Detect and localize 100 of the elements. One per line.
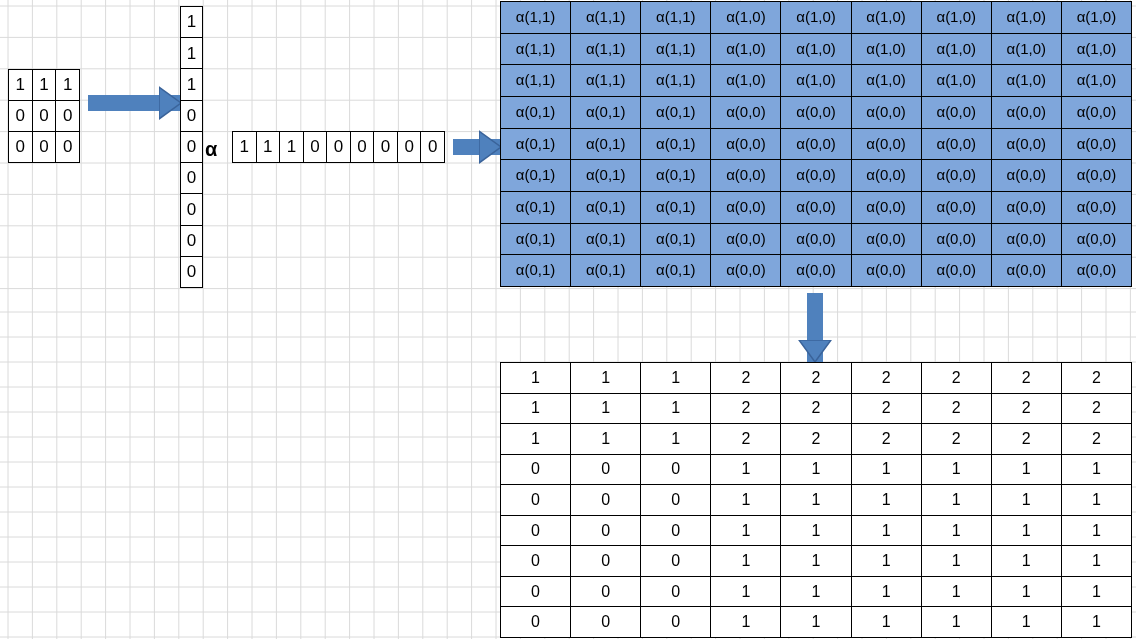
table-cell: 0 [397, 132, 422, 163]
table-cell: 1 [1061, 607, 1132, 638]
table-cell: 2 [781, 393, 852, 425]
table-cell: 1 [851, 485, 922, 516]
table-cell: 1 [851, 607, 922, 638]
symbol-label: α [205, 137, 218, 162]
table-cell: α(0,0) [921, 192, 992, 224]
table-cell: 2 [781, 424, 852, 455]
table-cell: 1 [781, 485, 852, 516]
table-cell: 1 [851, 576, 922, 608]
table-cell: α(0,1) [571, 192, 642, 224]
table-cell: α(0,0) [1061, 192, 1132, 224]
table-cell: 0 [641, 607, 712, 638]
table-cell: 1 [851, 454, 922, 486]
table-cell: α(0,0) [921, 128, 992, 161]
table-cell: 1 [711, 454, 782, 486]
matrix-table [232, 131, 445, 163]
table-cell: 0 [501, 515, 572, 547]
matrix-table [500, 362, 1132, 638]
table-cell: 0 [181, 256, 203, 288]
table-cell: 2 [851, 363, 922, 394]
table-cell: α(1,1) [571, 65, 642, 97]
table-cell: α(1,0) [1061, 65, 1132, 97]
table-cell: 1 [991, 607, 1062, 638]
table-cell: α(1,1) [501, 33, 572, 66]
table-cell: 0 [641, 546, 712, 577]
table-cell: 1 [32, 70, 57, 101]
table-cell: 0 [571, 576, 642, 608]
table-cell: α(0,1) [571, 223, 642, 256]
table-cell: 2 [1061, 424, 1132, 455]
table-cell: 2 [851, 424, 922, 455]
table-cell: 1 [991, 576, 1062, 608]
table-cell: 1 [181, 69, 203, 101]
table-cell: α(0,1) [571, 160, 642, 192]
table-cell: α(1,0) [1061, 2, 1132, 34]
table-cell: α(0,0) [711, 128, 782, 161]
table-cell: α(1,0) [991, 65, 1062, 97]
table-cell: α(1,0) [851, 2, 922, 34]
table-cell: 1 [711, 485, 782, 516]
table-cell: 0 [181, 131, 203, 164]
table-cell: α(0,0) [991, 97, 1062, 129]
table-cell: α(0,0) [851, 223, 922, 256]
table-cell: 0 [501, 454, 572, 486]
block-arrow [453, 130, 502, 164]
table-cell: 2 [991, 363, 1062, 394]
table-cell: 0 [641, 454, 712, 486]
table-cell: α(0,0) [851, 128, 922, 161]
table-cell: α(0,1) [641, 255, 712, 287]
table-cell: 2 [851, 393, 922, 425]
table-cell: α(0,0) [921, 160, 992, 192]
table-cell: 2 [711, 363, 782, 394]
table-cell: 1 [181, 7, 203, 39]
table-cell: 1 [781, 576, 852, 608]
table-cell: α(0,1) [501, 97, 572, 129]
table-cell: α(0,1) [501, 223, 572, 256]
table-cell: 0 [350, 132, 375, 163]
table-cell: α(0,0) [781, 255, 852, 287]
table-cell: 1 [1061, 515, 1132, 547]
table-cell: 0 [421, 132, 445, 163]
table-cell: 0 [641, 576, 712, 608]
block-arrow [798, 293, 832, 363]
table-cell: α(1,1) [501, 2, 572, 34]
table-cell: α(1,0) [991, 33, 1062, 66]
table-cell: 1 [571, 424, 642, 455]
table-cell: 1 [921, 546, 992, 577]
table-cell: 2 [921, 363, 992, 394]
table-cell: 1 [56, 70, 80, 101]
table-cell: 1 [711, 515, 782, 547]
table-cell: α(0,0) [781, 97, 852, 129]
table-cell: 1 [256, 132, 281, 163]
table-cell: 0 [571, 485, 642, 516]
table-cell: 1 [991, 454, 1062, 486]
table-cell: 1 [1061, 546, 1132, 577]
table-cell: α(1,0) [921, 33, 992, 66]
table-cell: α(0,0) [1061, 223, 1132, 256]
table-cell: 0 [571, 607, 642, 638]
table-cell: α(1,0) [921, 2, 992, 34]
table-cell: α(0,1) [571, 128, 642, 161]
table-cell: 0 [32, 101, 57, 132]
table-cell: 1 [781, 454, 852, 486]
table-cell: α(0,1) [501, 192, 572, 224]
table-cell: α(0,0) [991, 128, 1062, 161]
table-cell: α(1,0) [711, 2, 782, 34]
table-cell: α(1,0) [781, 65, 852, 97]
table-cell: 1 [571, 393, 642, 425]
table-cell: α(0,0) [851, 160, 922, 192]
table-cell: α(1,0) [781, 33, 852, 66]
table-cell: α(0,0) [781, 223, 852, 256]
table-cell: α(0,1) [571, 255, 642, 287]
table-cell: α(1,0) [711, 65, 782, 97]
table-cell: 0 [303, 132, 328, 163]
table-cell: α(0,0) [991, 223, 1062, 256]
table-cell: 2 [1061, 393, 1132, 425]
table-cell: α(0,0) [711, 223, 782, 256]
table-cell: α(0,0) [1061, 160, 1132, 192]
table-cell: 0 [374, 132, 398, 163]
matrix-table [8, 69, 80, 163]
table-cell: α(0,1) [641, 192, 712, 224]
table-cell: 1 [991, 485, 1062, 516]
matrix-table [180, 6, 203, 288]
